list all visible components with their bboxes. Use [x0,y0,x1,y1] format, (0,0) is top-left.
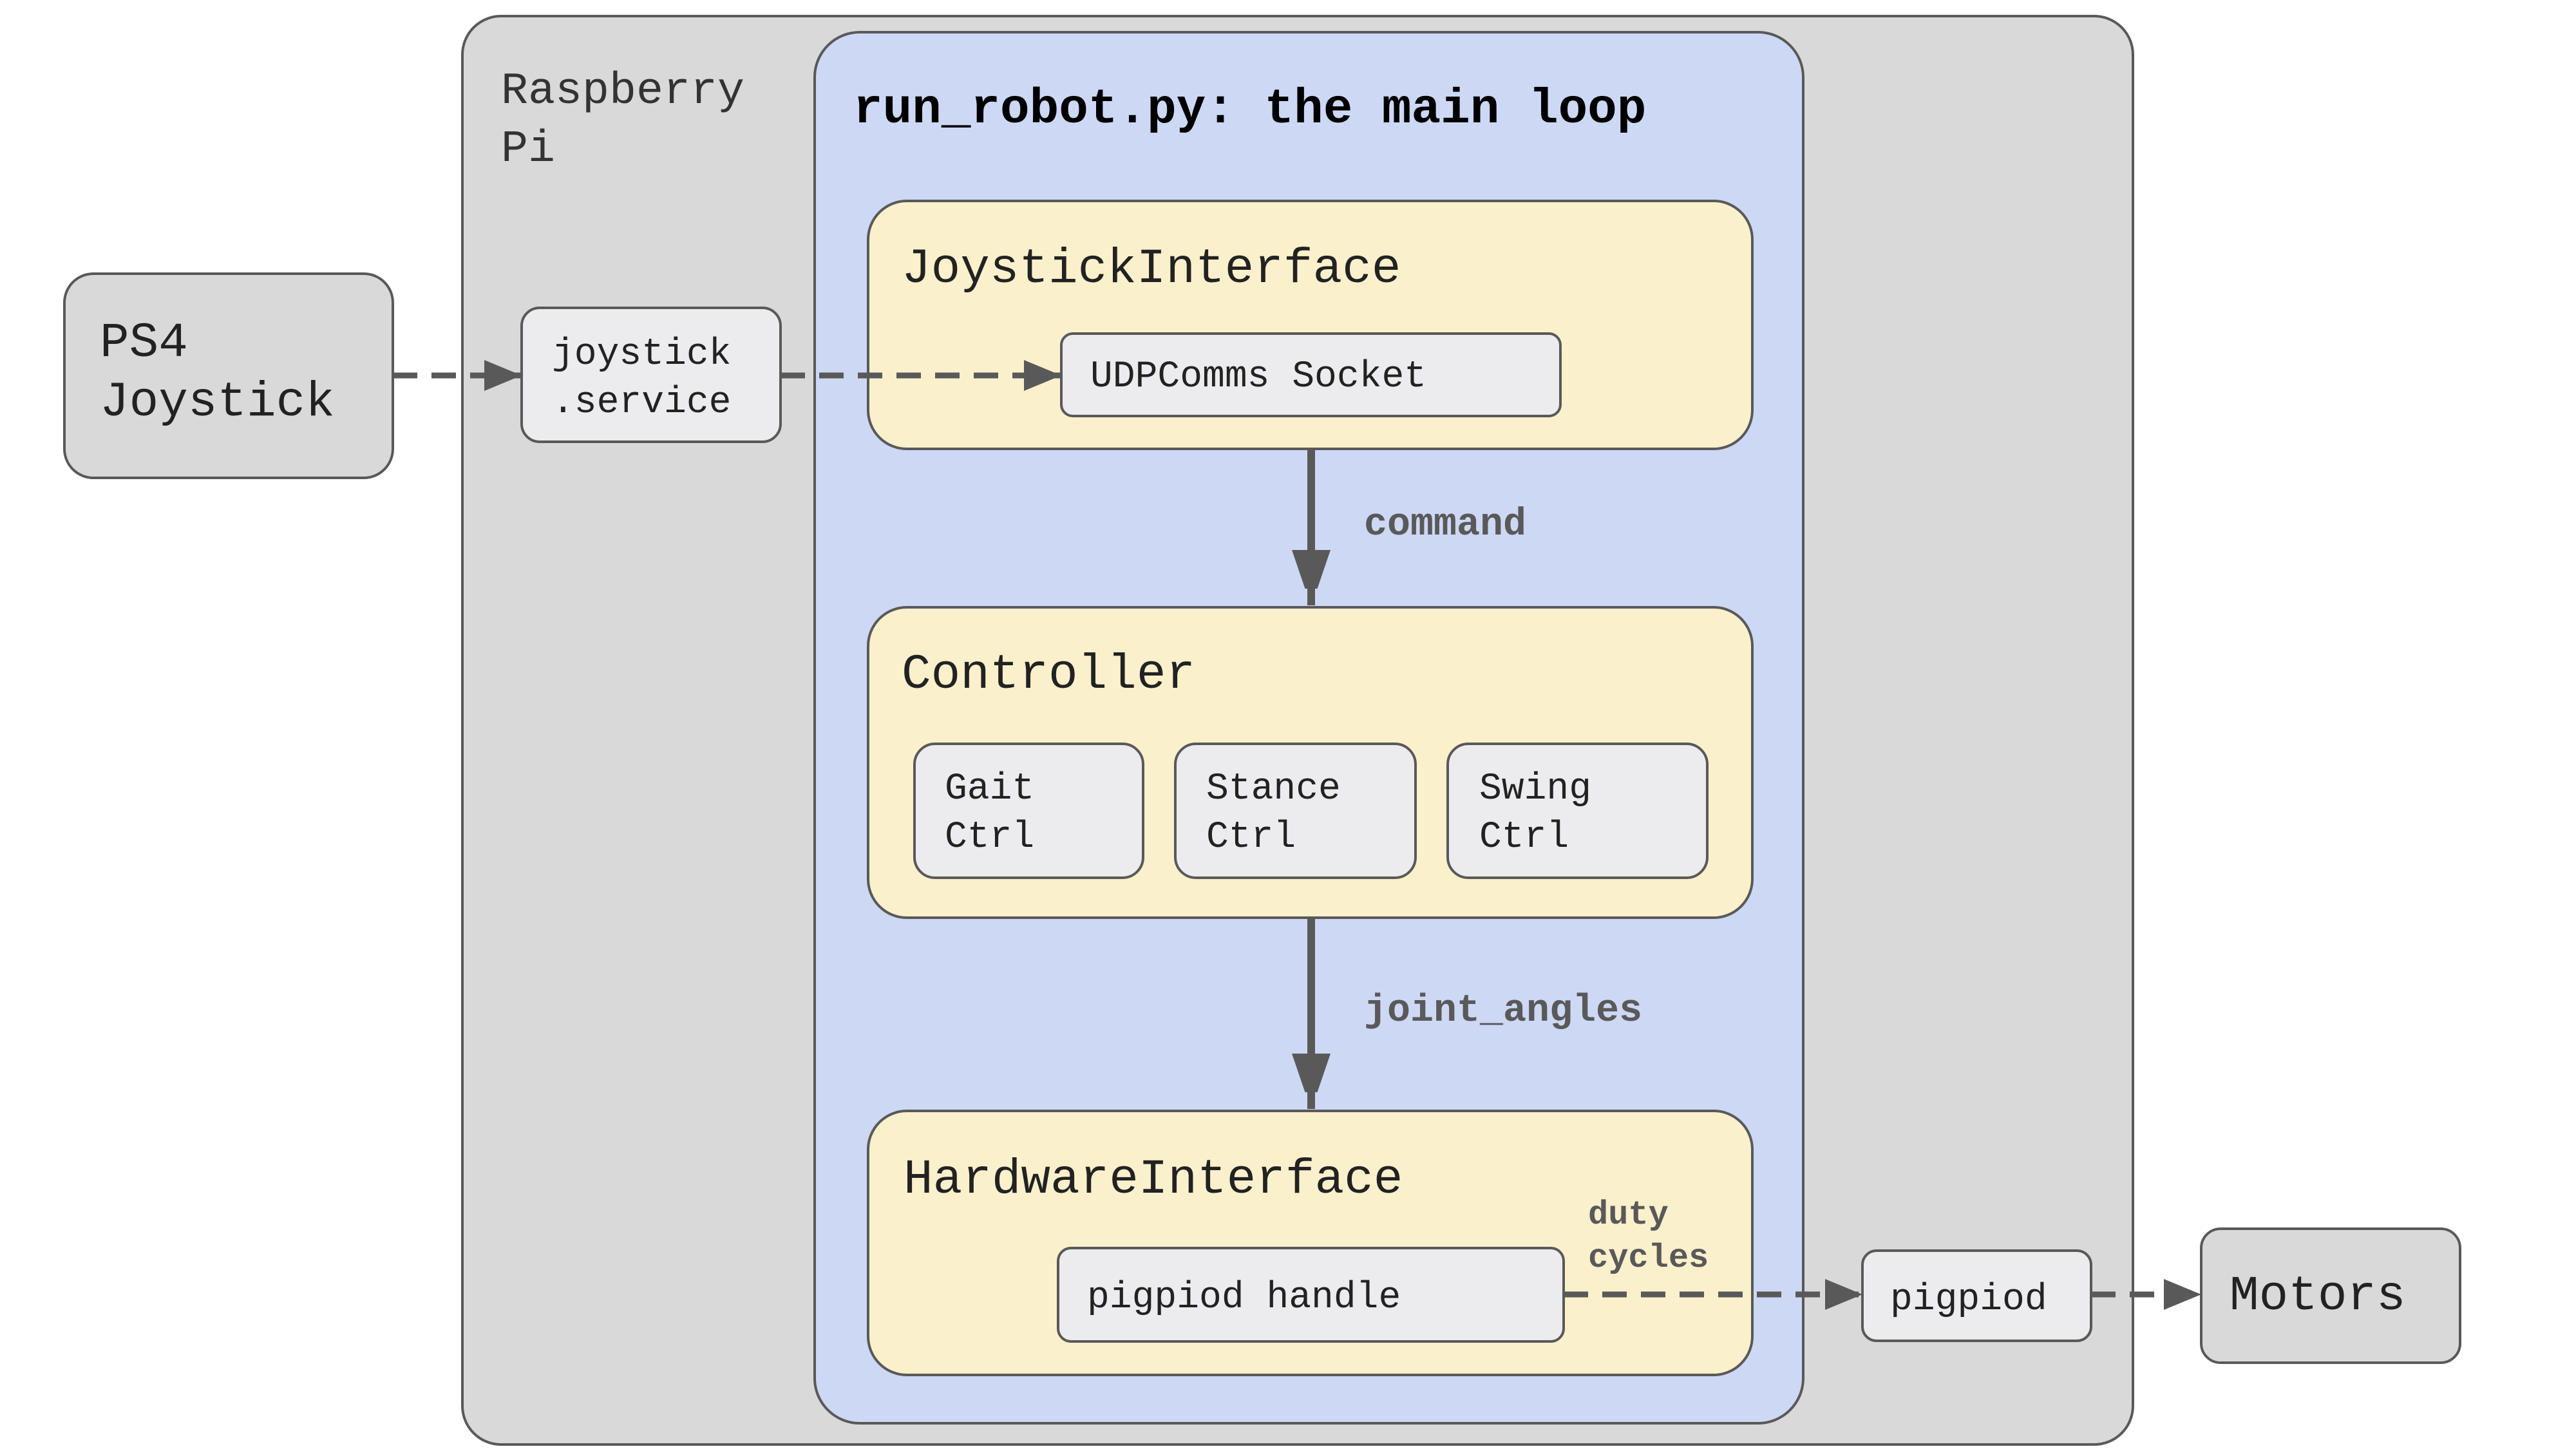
gait-ctrl-box: Gait Ctrl [913,743,1144,879]
controller-module: Controller Gait Ctrl Stance Ctrl Swing C… [867,606,1754,919]
gait-ctrl-label: Gait Ctrl [945,768,1057,858]
joystick-service-label: joystick .service [552,334,753,424]
duty-cycles-edge-label: duty cycles [1588,1196,1709,1277]
pigpiod-label: pigpiod [1890,1279,2047,1321]
command-edge-label: command [1364,503,1526,547]
pigpiod-box: pigpiod [1861,1249,2092,1342]
motors-label: Motors [2230,1269,2406,1324]
udpcomms-socket-label: UDPComms Socket [1090,356,1426,398]
main-loop-title: run_robot.py: the main loop [853,82,1646,137]
joint-angles-edge-label: joint_angles [1364,989,1642,1033]
stance-ctrl-label: Stance Ctrl [1206,768,1363,858]
raspberry-pi-label: Raspberry Pi [501,66,772,175]
hardware-interface-module: HardwareInterface pigpiod handle [867,1110,1754,1376]
joystick-interface-title: JoystickInterface [902,242,1401,297]
joystick-service-box: joystick .service [520,307,782,443]
joystick-interface-module: JoystickInterface UDPComms Socket [867,200,1754,450]
pigpiod-handle-label: pigpiod handle [1087,1277,1401,1319]
hardware-interface-title: HardwareInterface [904,1152,1403,1208]
controller-title: Controller [902,647,1195,703]
stance-ctrl-box: Stance Ctrl [1174,743,1417,879]
swing-ctrl-box: Swing Ctrl [1446,743,1709,879]
udpcomms-socket-box [1060,332,1562,417]
swing-ctrl-label: Swing Ctrl [1479,768,1614,858]
motors-box: Motors [2200,1227,2461,1364]
ps4-joystick-label: PS4 Joystick [100,316,335,430]
ps4-joystick-box: PS4 Joystick [63,272,394,479]
